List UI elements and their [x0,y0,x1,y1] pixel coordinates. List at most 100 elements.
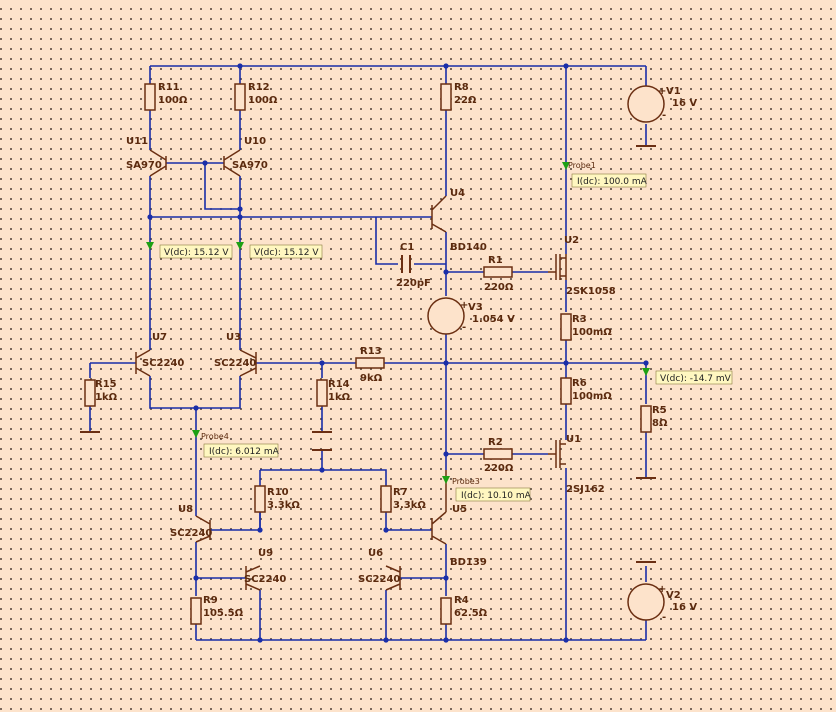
capacitor-c1[interactable]: C1 220pF [396,242,431,289]
svg-text:1kΩ: 1kΩ [95,392,118,403]
svg-text:V(dc): -14.7 mV: V(dc): -14.7 mV [660,374,732,384]
svg-text:R8: R8 [454,82,469,93]
transistor-u3[interactable]: U3 SC2240 [214,332,257,377]
svg-text:R6: R6 [572,378,587,389]
svg-text:3.3kΩ: 3.3kΩ [393,500,426,511]
resistor-r10[interactable]: R10 3.3kΩ [254,485,300,513]
svg-text:105.5Ω: 105.5Ω [203,608,244,619]
svg-text:R11: R11 [158,82,180,93]
transistor-u5[interactable]: U5 BD139 [431,470,487,568]
ground-symbols [80,145,656,563]
svg-text:U2: U2 [564,235,579,246]
resistor-r11[interactable]: R11 100Ω [144,82,188,111]
svg-text:V1: V1 [666,86,681,97]
resistor-r7[interactable]: R7 3.3kΩ [380,485,426,513]
svg-text:R4: R4 [454,595,469,606]
voltage-probe-out[interactable]: V(dc): -14.7 mV [642,368,733,385]
svg-text:220Ω: 220Ω [484,282,514,293]
svg-text:R3: R3 [572,314,587,325]
svg-text:SC2240: SC2240 [170,528,212,539]
svg-text:R14: R14 [328,379,350,390]
voltage-probe-b[interactable]: V(dc): 15.12 V [236,242,323,259]
svg-text:SA970: SA970 [232,160,268,171]
probe-1[interactable]: Probe1 I(dc): 100.0 mA [562,161,648,188]
transistor-u1[interactable]: U1 2SJ162 [548,434,605,495]
svg-text:R1: R1 [488,255,503,266]
svg-text:Probe3: Probe3 [452,477,480,486]
svg-text:220Ω: 220Ω [484,463,514,474]
svg-text:100Ω: 100Ω [248,95,278,106]
svg-text:Probe1: Probe1 [568,161,596,170]
resistor-r12[interactable]: R12 100Ω [234,82,278,111]
transistor-u10[interactable]: U10 SA970 [223,136,268,177]
svg-text:+: + [460,300,468,311]
resistor-r2[interactable]: R2 220Ω [483,437,514,474]
transistor-u2[interactable]: U2 2SK1058 [548,235,616,297]
svg-text:U6: U6 [368,548,383,559]
transistor-u6[interactable]: U6 SC2240 [358,548,401,591]
svg-text:U8: U8 [178,504,193,515]
svg-text:16 V: 16 V [672,98,697,109]
svg-text:22Ω: 22Ω [454,95,477,106]
svg-text:62.5Ω: 62.5Ω [454,608,488,619]
svg-text:R12: R12 [248,82,270,93]
voltage-source-v3[interactable]: + V3 1.054 V - [427,297,515,335]
transistor-u11[interactable]: U11 SA970 [126,136,167,177]
svg-text:U4: U4 [450,188,465,199]
svg-text:Probe4: Probe4 [201,432,229,441]
svg-text:220pF: 220pF [396,278,431,289]
svg-text:2SK1058: 2SK1058 [566,286,616,297]
svg-text:U7: U7 [152,332,167,343]
resistor-r3[interactable]: R3 100mΩ [560,313,612,341]
resistor-r8[interactable]: R8 22Ω [440,82,477,111]
svg-text:R10: R10 [267,487,289,498]
svg-text:R2: R2 [488,437,503,448]
svg-text:C1: C1 [400,242,414,253]
svg-text:U3: U3 [226,332,241,343]
probe-3[interactable]: Probe3 I(dc): 10.10 mA [442,476,532,502]
svg-text:U5: U5 [452,504,467,515]
wires [89,65,647,641]
svg-text:100mΩ: 100mΩ [572,391,612,402]
svg-text:2SJ162: 2SJ162 [566,484,605,495]
resistor-r6[interactable]: R6 100mΩ [560,377,612,405]
voltage-source-v2[interactable]: + V2 16 V - [627,583,697,623]
resistor-r14[interactable]: R14 1kΩ [316,379,351,407]
svg-text:8Ω: 8Ω [652,418,668,429]
svg-text:BD140: BD140 [450,242,487,253]
resistor-r15[interactable]: R15 1kΩ [84,379,118,407]
svg-text:100mΩ: 100mΩ [572,327,612,338]
svg-text:U9: U9 [258,548,273,559]
svg-text:1.054 V: 1.054 V [472,314,515,325]
resistor-r4[interactable]: R4 62.5Ω [440,595,488,625]
svg-text:-: - [662,612,666,623]
svg-text:V(dc): 15.12 V: V(dc): 15.12 V [164,248,229,258]
transistor-u9[interactable]: U9 SC2240 [244,548,286,591]
svg-text:U11: U11 [126,136,148,147]
svg-text:100Ω: 100Ω [158,95,188,106]
voltage-source-v1[interactable]: + V1 16 V - [627,85,697,123]
svg-text:V2: V2 [666,590,681,601]
voltage-probe-a[interactable]: V(dc): 15.12 V [146,242,233,259]
transistor-u8[interactable]: U8 SC2240 [170,504,212,543]
svg-text:-: - [462,322,466,333]
resistor-r13[interactable]: R13 9kΩ [355,346,385,384]
resistor-r9[interactable]: R9 105.5Ω [190,595,244,625]
svg-text:SA970: SA970 [126,160,162,171]
transistor-u4[interactable]: U4 BD140 [431,188,487,253]
resistor-r1[interactable]: R1 220Ω [483,255,514,293]
svg-text:BD139: BD139 [450,557,487,568]
svg-text:U1: U1 [566,434,581,445]
resistor-r5[interactable]: R5 8Ω [640,405,668,433]
junctions [147,63,649,643]
svg-text:V(dc): 15.12 V: V(dc): 15.12 V [254,248,319,258]
svg-text:-: - [662,110,666,121]
probe-4[interactable]: Probe4 I(dc): 6.012 mA [192,430,280,458]
svg-text:I(dc): 100.0 mA: I(dc): 100.0 mA [577,177,648,187]
svg-text:I(dc): 10.10 mA: I(dc): 10.10 mA [461,491,532,501]
svg-text:R15: R15 [95,379,117,390]
svg-text:+: + [658,584,666,595]
transistor-u7[interactable]: U7 SC2240 [135,332,184,377]
